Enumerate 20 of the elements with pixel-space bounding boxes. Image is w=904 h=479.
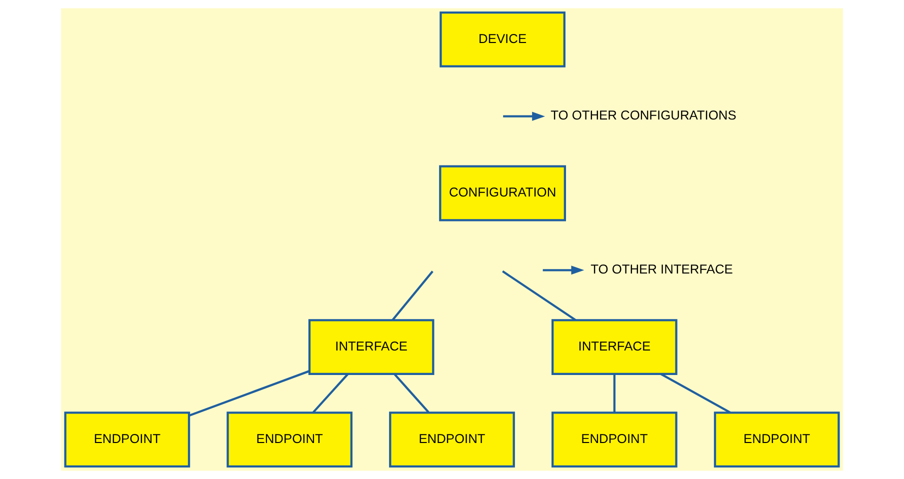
node-box: DEVICE	[440, 11, 566, 68]
node-box: ENDPOINT	[64, 412, 190, 468]
node-text: TO OTHER CONFIGURATIONS	[550, 108, 736, 123]
node-text: TO OTHER INTERFACE	[590, 261, 733, 276]
node-box: CONFIGURATION	[439, 165, 566, 222]
node-box: INTERFACE	[552, 319, 678, 376]
node-box: ENDPOINT	[389, 412, 515, 468]
connector	[394, 374, 430, 414]
arrow	[503, 112, 546, 121]
node-box: ENDPOINT	[552, 412, 678, 468]
node-box: ENDPOINT	[226, 412, 352, 468]
connector	[312, 374, 348, 414]
node-box: INTERFACE	[308, 319, 434, 376]
node-box: ENDPOINT	[714, 412, 840, 468]
connector	[188, 370, 310, 417]
connector	[392, 270, 434, 321]
connector	[613, 374, 616, 412]
connector	[502, 270, 576, 321]
connector	[660, 373, 731, 414]
arrow	[542, 266, 584, 275]
